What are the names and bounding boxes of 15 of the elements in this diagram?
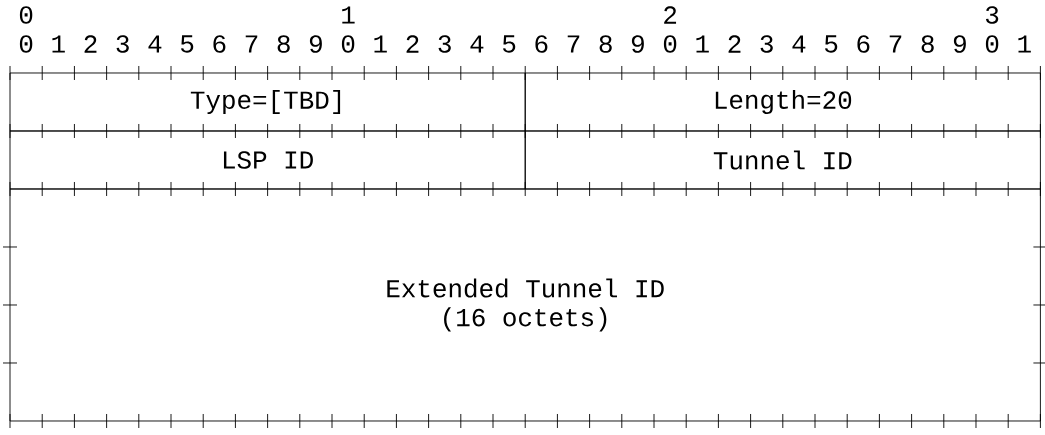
bit-number: 2 [664, 6, 677, 24]
bit-number: 7 [567, 35, 580, 53]
bit-number: 6 [535, 35, 548, 53]
field-box: Type=[TBD] [9, 72, 526, 132]
bit-number: 3 [438, 35, 451, 53]
bit-number: 4 [470, 35, 484, 53]
bit-number: 0 [19, 6, 33, 24]
bit-number: 3 [985, 6, 999, 24]
field-box: Length=20 [524, 72, 1041, 132]
field-box: Tunnel ID [524, 130, 1041, 190]
bit-number: 5 [502, 35, 516, 53]
field-box: LSP ID [9, 130, 526, 190]
field-box: Extended Tunnel ID (16 octets) [9, 188, 1041, 422]
bit-number: 8 [599, 35, 612, 53]
bit-number: 1 [342, 6, 355, 24]
